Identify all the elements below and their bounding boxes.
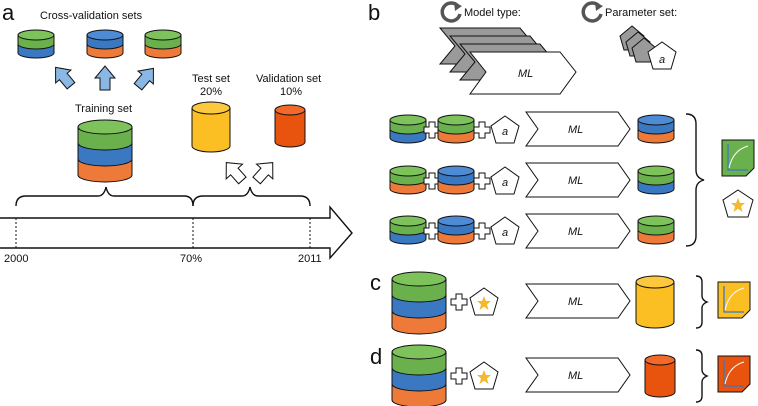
timeline-end-label: 2011 xyxy=(298,253,322,265)
panel-c-star-pentagon xyxy=(469,287,499,316)
model-type-label: Model type: xyxy=(464,7,521,19)
cv-arrow-left-icon xyxy=(47,60,80,93)
panel-d-validation-cylinder xyxy=(644,354,676,398)
timeline-arrow xyxy=(0,205,353,260)
panel-c-test-cylinder xyxy=(635,275,675,329)
parameter-set-stack xyxy=(619,25,677,70)
validation-split-arrow-icon xyxy=(247,154,282,189)
timeline-split-label: 70% xyxy=(180,253,202,265)
panel-label-d: d xyxy=(370,344,382,369)
test-performance-chart-icon xyxy=(717,281,751,319)
cv-results-brace xyxy=(685,113,705,247)
panel-c-ml-label: ML xyxy=(568,296,583,308)
cv-sets-title: Cross-validation sets xyxy=(40,10,143,22)
test-set-label: Test set xyxy=(192,73,230,85)
cv-row-3: a ML xyxy=(389,213,675,249)
cv-performance-chart-icon xyxy=(721,139,755,177)
parameter-set-rotate-icon xyxy=(581,0,605,23)
validation-performance-chart-icon xyxy=(717,355,751,393)
parameter-set-label: Parameter set: xyxy=(605,7,677,19)
panel-d-star-pentagon xyxy=(469,361,499,390)
cv-set-cylinder-1 xyxy=(17,29,55,59)
svg-text:a: a xyxy=(502,177,508,189)
svg-text:ML: ML xyxy=(568,175,583,187)
timeline-start-label: 2000 xyxy=(4,253,28,265)
training-set-label: Training set xyxy=(75,103,132,115)
model-type-rotate-icon xyxy=(440,0,464,23)
cv-arrow-right-icon xyxy=(129,61,162,94)
panel-d-training-cylinder xyxy=(391,344,447,406)
panel-label-c: c xyxy=(370,270,381,295)
holdout-brace xyxy=(192,186,311,207)
cv-arrow-up-icon xyxy=(94,65,116,91)
cv-set-cylinder-3 xyxy=(144,29,182,59)
training-set-cylinder xyxy=(77,119,133,183)
panel-d-ml-label: ML xyxy=(568,370,583,382)
panel-d-plus-icon xyxy=(450,367,468,385)
svg-text:a: a xyxy=(502,126,508,138)
validation-set-percent: 10% xyxy=(280,86,302,98)
cv-row-1: a ML xyxy=(389,111,675,147)
validation-set-label: Validation set xyxy=(256,73,321,85)
cv-set-cylinder-2 xyxy=(86,29,124,59)
test-set-cylinder xyxy=(191,101,231,153)
panel-label-b: b xyxy=(368,0,380,25)
test-set-percent: 20% xyxy=(200,86,222,98)
panel-d-brace xyxy=(695,349,709,403)
model-type-ml-label: ML xyxy=(518,68,533,80)
svg-text:ML: ML xyxy=(568,124,583,136)
svg-text:ML: ML xyxy=(568,226,583,238)
cv-row-2: a ML xyxy=(389,162,675,198)
parameter-set-symbol: a xyxy=(659,54,665,66)
panel-label-a: a xyxy=(2,0,15,25)
validation-set-cylinder xyxy=(274,104,306,148)
model-type-stack xyxy=(438,27,577,95)
panel-c-training-cylinder xyxy=(391,271,447,335)
test-split-arrow-icon xyxy=(217,154,252,189)
panel-c-plus-icon xyxy=(450,293,468,311)
svg-text:a: a xyxy=(502,227,508,239)
training-brace xyxy=(15,186,194,207)
best-parameters-icon xyxy=(722,189,754,218)
panel-c-brace xyxy=(695,275,709,329)
